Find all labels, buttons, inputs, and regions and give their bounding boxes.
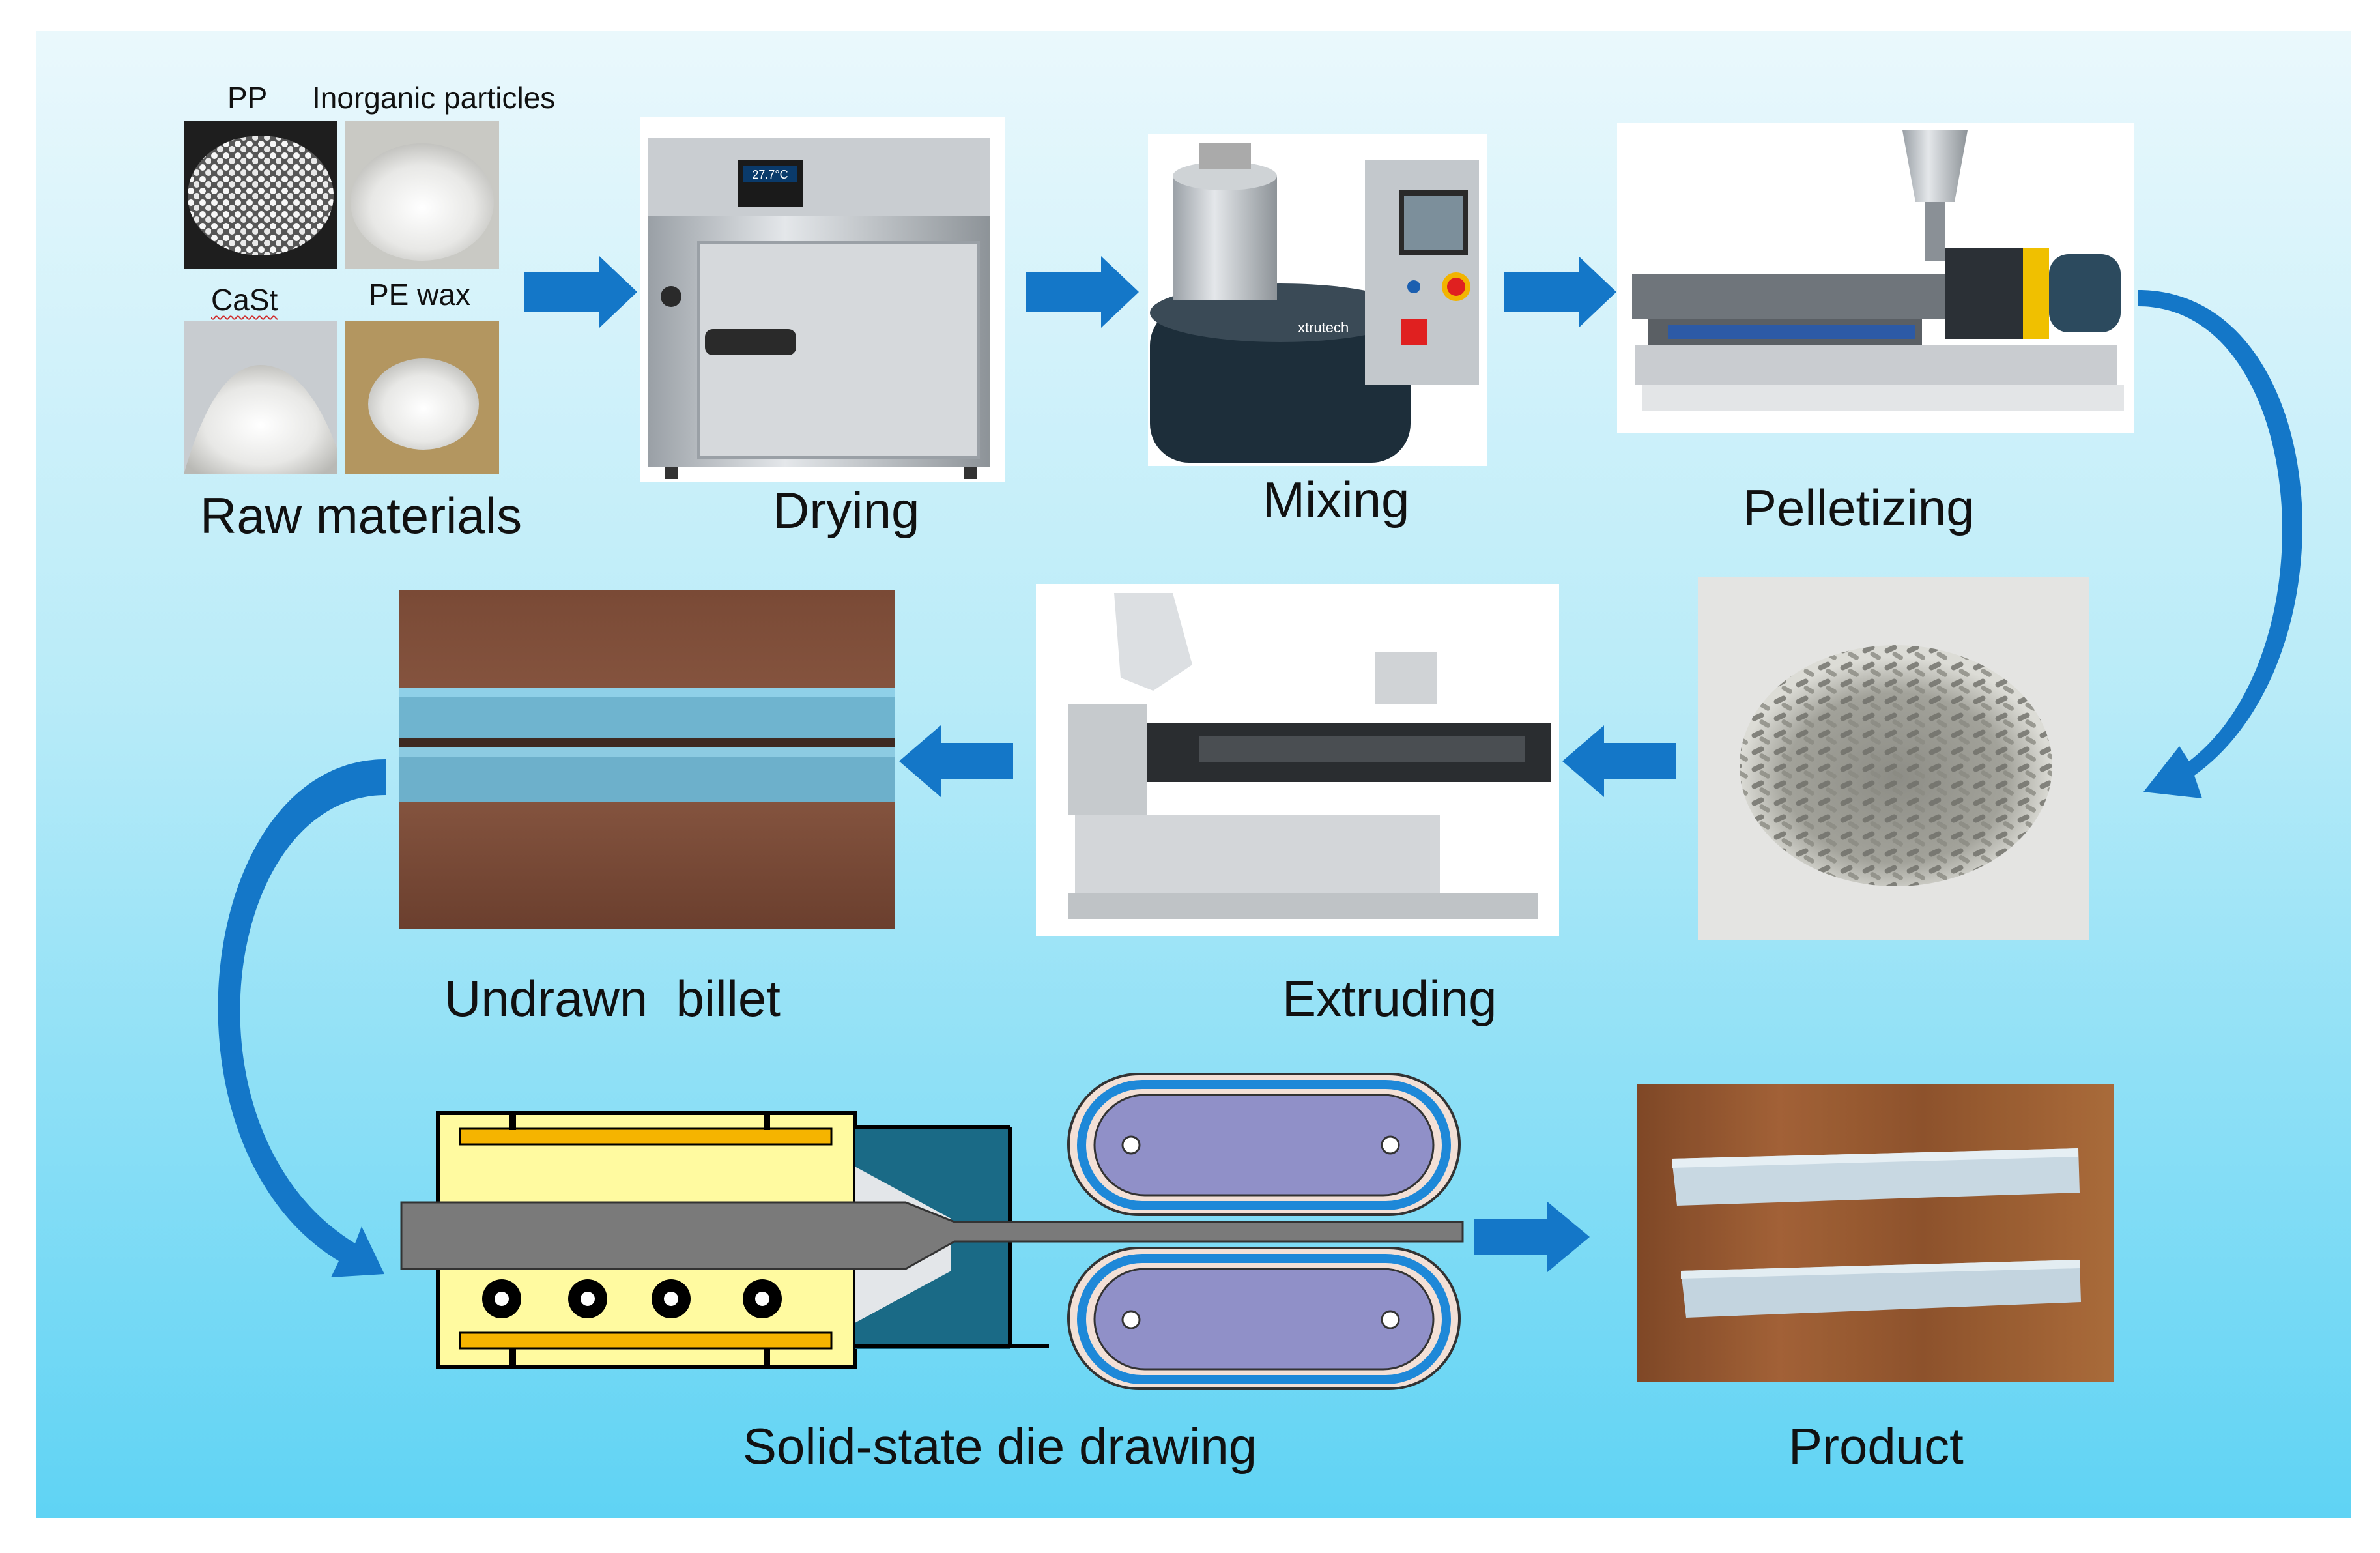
cast-photo bbox=[184, 321, 337, 474]
undrawn-billet-label: Undrawn billet bbox=[444, 970, 781, 1027]
raw-materials-label: Raw materials bbox=[200, 487, 523, 544]
arrow-extruding-to-billet-icon bbox=[899, 725, 1013, 797]
pe-wax-label: PE wax bbox=[369, 278, 470, 312]
pp-label: PP bbox=[227, 81, 268, 115]
inorganic-particles-photo bbox=[345, 121, 499, 269]
product-photo bbox=[1637, 1084, 2114, 1382]
cast-label: CaSt bbox=[211, 283, 278, 317]
die-drawing-schematic bbox=[400, 1073, 1464, 1390]
product-label: Product bbox=[1788, 1417, 1964, 1475]
arrow-raw-to-drying-icon bbox=[524, 256, 637, 328]
die-drawing-label: Solid-state die drawing bbox=[743, 1417, 1257, 1475]
arrow-mixing-to-pelletizing-icon bbox=[1504, 256, 1616, 328]
extruder-photo bbox=[1036, 584, 1559, 936]
arrow-die-to-product-icon bbox=[1474, 1202, 1590, 1272]
mixing-label: Mixing bbox=[1263, 471, 1410, 529]
curved-arrow-billet-to-die-icon bbox=[218, 759, 386, 1277]
raw-materials-photos bbox=[184, 121, 499, 474]
undrawn-billet-photo bbox=[399, 590, 895, 929]
mixer-photo: xtrutech bbox=[1148, 134, 1487, 466]
oven-display: 27.7°C bbox=[752, 168, 788, 181]
pe-wax-photo bbox=[345, 321, 499, 474]
extruding-label: Extruding bbox=[1282, 970, 1497, 1027]
pelletizing-label: Pelletizing bbox=[1743, 479, 1975, 536]
drying-oven-photo: 27.7°C bbox=[640, 117, 1005, 482]
pellets-photo bbox=[1698, 577, 2089, 940]
drying-label: Drying bbox=[773, 482, 920, 539]
inorganic-particles-label: Inorganic particles bbox=[312, 81, 556, 115]
pp-photo bbox=[184, 121, 337, 269]
mixer-brand: xtrutech bbox=[1298, 319, 1349, 336]
curved-arrow-pelletizing-to-pellets-icon bbox=[2138, 290, 2302, 798]
arrow-drying-to-mixing-icon bbox=[1026, 256, 1139, 328]
pelletizing-extruder-photo bbox=[1617, 123, 2134, 433]
arrow-pellets-to-extruding-icon bbox=[1562, 725, 1676, 797]
